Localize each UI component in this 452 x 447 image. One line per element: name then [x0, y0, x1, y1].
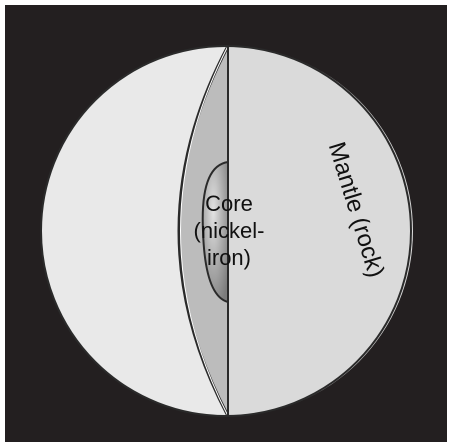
core-label-line-1: Core — [205, 191, 253, 216]
core-label-line-2: (nickel- — [194, 218, 265, 243]
core-label-line-3: iron) — [207, 245, 251, 270]
